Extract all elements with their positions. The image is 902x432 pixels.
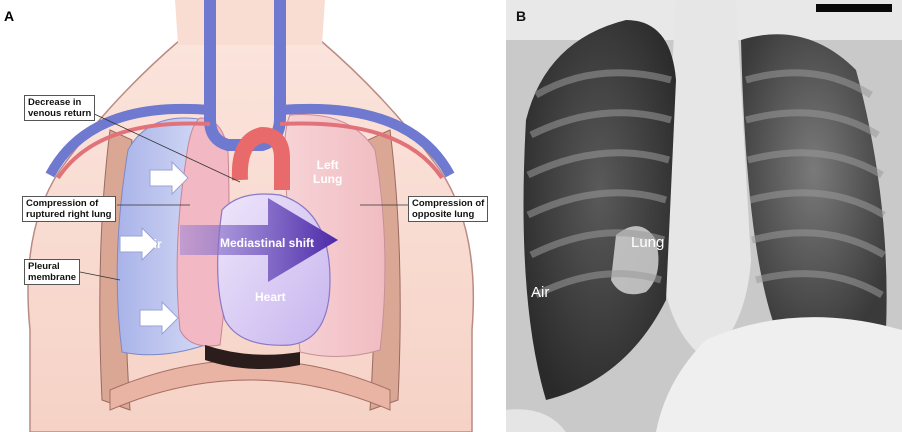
panel-letter-b: B (516, 8, 527, 24)
xray-left-lung-field (741, 34, 887, 338)
xray-label-air: Air (531, 284, 550, 301)
air-arrow-icon (139, 300, 179, 336)
xray-ribs (526, 69, 886, 299)
air-arrow-icon (149, 160, 189, 196)
neck-shape (175, 0, 325, 45)
xray-scale-bar (816, 4, 892, 12)
label-mediastinal-shift: Mediastinal shift (220, 236, 315, 250)
panel-a-illustration: A Decrease in venous return Compression … (4, 0, 489, 432)
label-air: Air (156, 312, 173, 326)
label-left-lung: Left Lung (313, 158, 343, 186)
diaphragm (109, 359, 391, 411)
label-air: Air (145, 237, 162, 251)
chest-illustration (27, 0, 475, 432)
callout-pleural-membrane: Pleural membrane (24, 259, 81, 285)
label-heart: Heart (255, 290, 286, 304)
aorta (231, 126, 290, 190)
chest-xray-image (506, 0, 902, 432)
air-arrow-icon (119, 226, 159, 262)
xray-label-lung: Lung (631, 234, 665, 251)
panel-b-xray: B Lung Air (506, 0, 902, 432)
label-air: Air (168, 172, 185, 186)
callout-compression-opposite-lung: Compression of opposite lung (408, 196, 489, 222)
callout-compression-right-lung: Compression of ruptured right lung (22, 196, 116, 222)
mediastinal-shift-arrow (180, 198, 338, 282)
callout-venous-return: Decrease in venous return (24, 95, 96, 121)
panel-letter-a: A (4, 8, 15, 24)
